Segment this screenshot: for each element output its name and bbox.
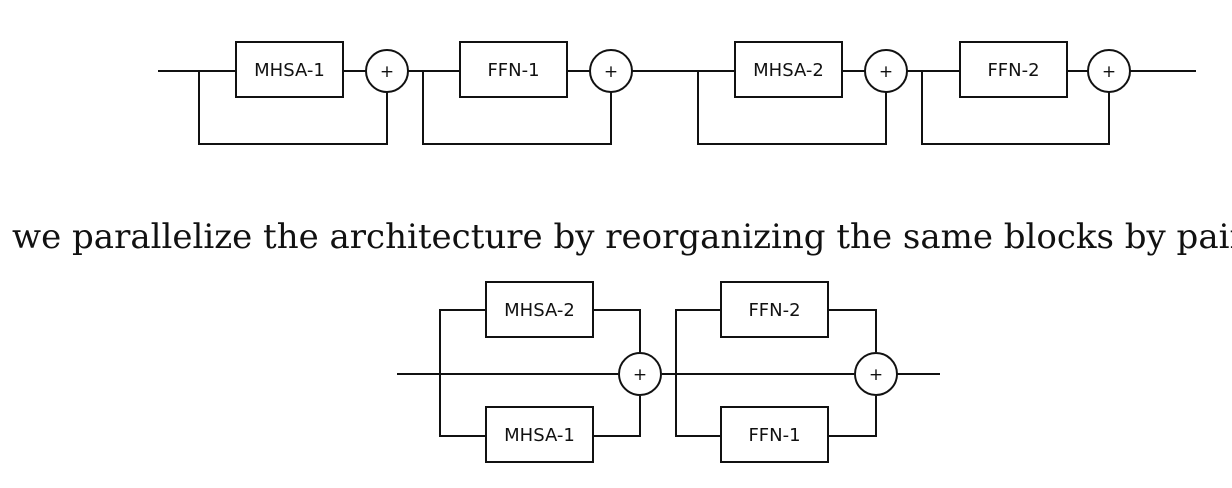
block-mhsa-2-parallel: MHSA-2	[485, 281, 594, 338]
block-ffn-1: FFN-1	[459, 41, 568, 98]
block-mhsa-2: MHSA-2	[734, 41, 843, 98]
sequential-diagram: MHSA-1 FFN-1 MHSA-2 FFN-2 + +	[158, 41, 1196, 145]
sum-node: +	[864, 49, 908, 93]
sum-symbol: +	[604, 62, 618, 82]
sum-node: +	[618, 352, 662, 396]
sum-node: +	[854, 352, 898, 396]
branch-wire	[828, 309, 877, 352]
block-label: FFN-1	[487, 60, 539, 81]
block-mhsa-1: MHSA-1	[235, 41, 344, 98]
block-label: MHSA-2	[753, 60, 824, 81]
residual-skip-4	[921, 71, 1110, 145]
block-label: MHSA-2	[504, 300, 575, 321]
block-label: FFN-2	[748, 300, 800, 321]
block-ffn-1-parallel: FFN-1	[720, 406, 829, 463]
residual-skip-2	[422, 71, 612, 145]
branch-wire	[675, 374, 721, 437]
block-ffn-2: FFN-2	[959, 41, 1068, 98]
branch-wire	[593, 309, 641, 352]
block-label: MHSA-1	[254, 60, 325, 81]
sum-node: +	[1087, 49, 1131, 93]
caption-text: we parallelize the architecture by reorg…	[12, 217, 1232, 257]
branch-wire	[439, 309, 486, 374]
sum-symbol: +	[869, 365, 883, 385]
block-mhsa-1-parallel: MHSA-1	[485, 406, 594, 463]
block-label: FFN-2	[987, 60, 1039, 81]
parallel-diagram: MHSA-2 MHSA-1 FFN-2 FFN-1 + +	[397, 281, 940, 463]
residual-skip-3	[697, 71, 887, 145]
residual-skip-1	[198, 71, 388, 145]
branch-wire	[675, 309, 721, 374]
block-label: FFN-1	[748, 425, 800, 446]
branch-wire	[828, 396, 877, 437]
sum-symbol: +	[879, 62, 893, 82]
branch-wire	[593, 396, 641, 437]
block-label: MHSA-1	[504, 425, 575, 446]
sum-symbol: +	[380, 62, 394, 82]
sum-symbol: +	[1102, 62, 1116, 82]
branch-wire	[439, 374, 486, 437]
sum-symbol: +	[633, 365, 647, 385]
block-ffn-2-parallel: FFN-2	[720, 281, 829, 338]
sum-node: +	[589, 49, 633, 93]
sum-node: +	[365, 49, 409, 93]
